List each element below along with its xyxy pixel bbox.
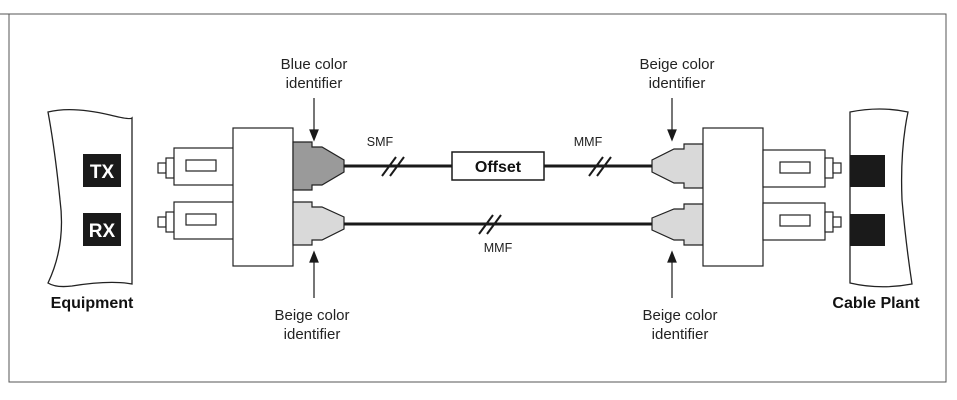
equipment-label: Equipment [51, 295, 134, 312]
beige-top-label-line2: identifier [649, 75, 706, 92]
beige-bottom-right-label-line2: identifier [652, 326, 709, 343]
beige-top-label-line1: Beige color [639, 56, 714, 73]
beige-bottom-left-label-line2: identifier [284, 326, 341, 343]
mmf-label-bottom: MMF [484, 241, 513, 255]
offset-label: Offset [475, 159, 522, 176]
beige-identifier-bottom-left [292, 201, 345, 246]
cable-plant-panel [849, 108, 913, 288]
rx-label: RX [89, 221, 116, 242]
blue-identifier-label-line1: Blue color [281, 56, 348, 73]
blue-color-identifier [292, 141, 345, 191]
beige-identifier-bottom-right [651, 203, 704, 246]
left-connector-assembly [157, 127, 345, 267]
rx-port [83, 213, 121, 246]
callout-arrows [309, 98, 677, 298]
blue-identifier-label-line2: identifier [286, 75, 343, 92]
beige-identifier-top-right [651, 143, 704, 189]
equipment-panel [47, 108, 133, 288]
offset-box [451, 151, 545, 181]
outer-frame [8, 13, 947, 383]
right-connector-assembly [651, 127, 842, 267]
cable-plant-port-top [850, 155, 885, 187]
cable-plant-label: Cable Plant [832, 295, 920, 312]
smf-label: SMF [367, 135, 394, 149]
fiber-lines [344, 156, 652, 235]
cable-plant-port-bottom [850, 214, 885, 246]
tx-label: TX [90, 162, 115, 183]
beige-bottom-right-label-line1: Beige color [642, 307, 717, 324]
mmf-label-top: MMF [574, 135, 603, 149]
tx-port [83, 154, 121, 187]
beige-bottom-left-label-line1: Beige color [274, 307, 349, 324]
